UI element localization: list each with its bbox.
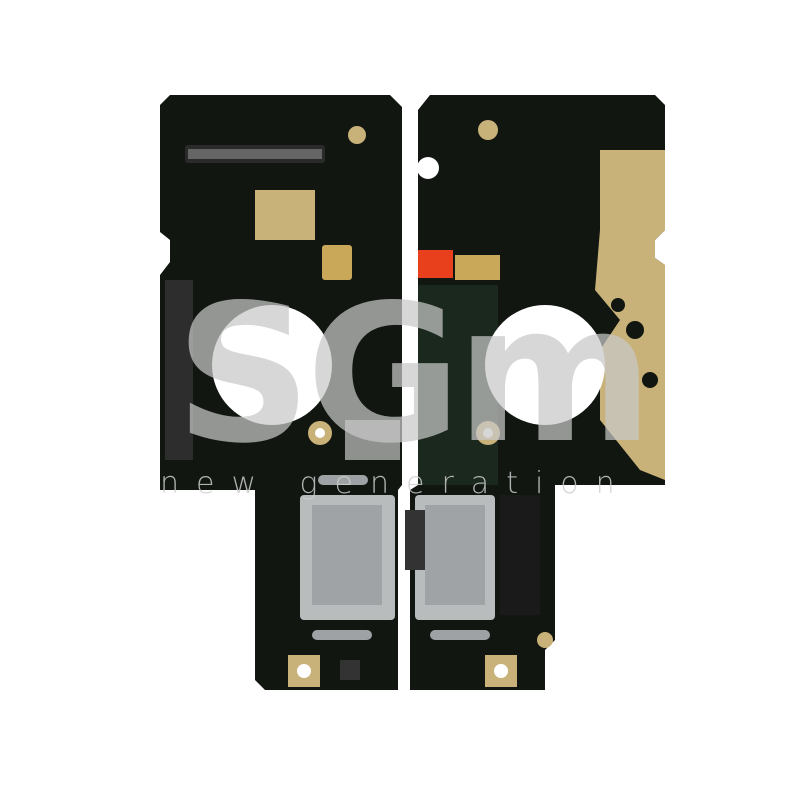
watermark-tagline: new generation [160,466,632,501]
gold-shielding [595,150,665,480]
qr-code [345,420,400,460]
watermark-logo: SGm [175,264,648,485]
connector-pads [165,280,193,460]
microphone [322,245,352,280]
tape [418,250,453,278]
gold-pad [255,190,315,240]
